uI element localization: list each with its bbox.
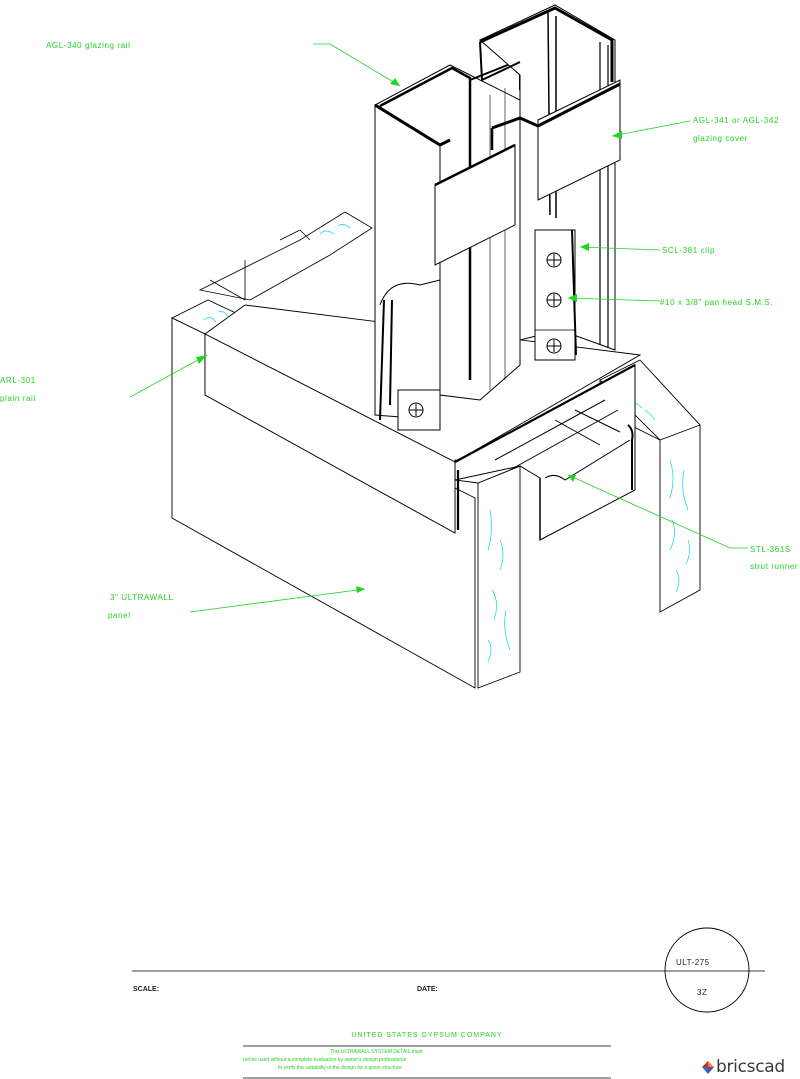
title-block <box>132 927 765 1079</box>
callout-glazing-rail: AGL-340 glazing rail <box>46 41 131 50</box>
sheet-number: 3Z <box>697 988 708 997</box>
callout-panel-line2: panel <box>108 611 131 620</box>
callout-plain-rail-line2: plain rail <box>0 394 36 403</box>
detail-bubble <box>664 927 750 1013</box>
callout-glazing-cover-line1: AGL-341 or AGL-342 <box>693 116 779 125</box>
back-panel-sill <box>198 211 373 301</box>
callout-clip: SCL-381 clip <box>662 246 716 255</box>
detail-number: ULT-275 <box>676 958 710 967</box>
disclaimer-line-2: not be used without a complete evaluatio… <box>243 1057 407 1063</box>
callout-panel-line1: 3" ULTRAWALL <box>110 593 174 602</box>
bricscad-logo: bricscad <box>700 1057 785 1077</box>
disclaimer-line-1: This ULTRAWALL SYSTEM DETAIL must <box>330 1049 423 1055</box>
company-name: UNITED STATES GYPSUM COMPANY <box>351 1032 503 1039</box>
callout-runner-line2: strut runner <box>750 562 799 571</box>
bricscad-logo-text: bricscad <box>716 1057 785 1077</box>
strut-runner <box>454 364 636 541</box>
lower-clip <box>379 279 441 431</box>
scale-label: SCALE: <box>133 986 160 993</box>
leader-lines <box>129 43 748 613</box>
glazing-cover <box>434 79 621 266</box>
bricscad-logo-icon <box>702 1061 714 1074</box>
leader-arrowheads <box>196 78 622 593</box>
callout-runner-line1: STL-361S <box>750 545 791 554</box>
date-label: DATE: <box>417 986 438 993</box>
callout-screw: #10 x 3/8" pan head S.M.S. <box>660 298 774 307</box>
clip <box>534 229 577 361</box>
callout-plain-rail-line1: ARL-301 <box>0 376 36 385</box>
callout-glazing-cover-line2: glazing cover <box>693 134 748 143</box>
disclaimer-line-3: to verify the suitability of the design … <box>278 1065 403 1071</box>
